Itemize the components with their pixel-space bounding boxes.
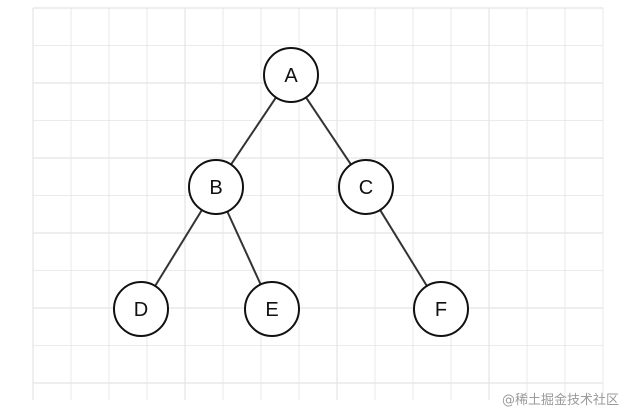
node-label-b: B — [209, 177, 222, 199]
node-label-f: F — [435, 299, 447, 321]
tree-node-f: F — [413, 281, 469, 337]
edge-b-d — [154, 209, 203, 287]
tree-node-a: A — [263, 47, 319, 103]
edge-a-b — [230, 96, 277, 166]
tree-node-b: B — [188, 159, 244, 215]
edge-b-e — [226, 211, 262, 285]
tree-node-c: C — [338, 159, 394, 215]
node-label-e: E — [265, 299, 278, 321]
edge-c-f — [379, 209, 428, 287]
node-circle-d — [113, 281, 169, 337]
node-circle-f — [413, 281, 469, 337]
tree-node-e: E — [244, 281, 300, 337]
node-label-a: A — [284, 65, 298, 87]
node-circle-b — [188, 159, 244, 215]
tree-edges — [154, 96, 428, 287]
tree-nodes: A B C D E F — [113, 47, 469, 337]
node-circle-e — [244, 281, 300, 337]
background-grid — [32, 7, 604, 400]
node-label-d: D — [134, 299, 148, 321]
tree-node-d: D — [113, 281, 169, 337]
node-circle-a — [263, 47, 319, 103]
watermark-text: @稀土掘金技术社区 — [501, 393, 619, 408]
edge-a-c — [305, 96, 352, 166]
node-label-c: C — [359, 177, 373, 199]
node-circle-c — [338, 159, 394, 215]
